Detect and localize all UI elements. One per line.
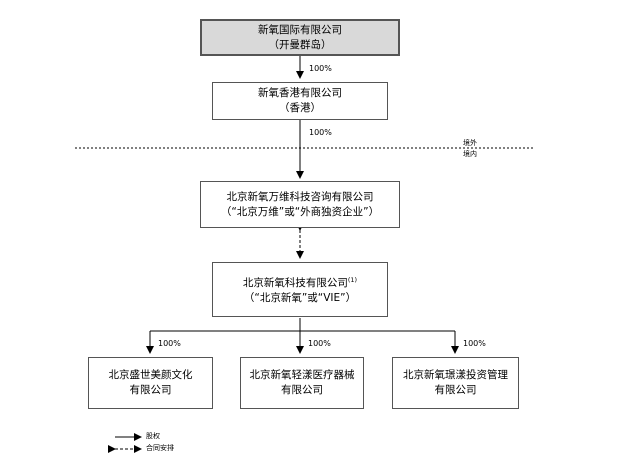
vie-entity-alias: （“北京新氧”或“VIE”） — [243, 292, 357, 304]
subsidiary-3-suffix: 有限公司 — [434, 384, 477, 396]
wfoe-entity-box: 北京新氧万维科技咨询有限公司 （“北京万维”或“外商独资企业”） — [200, 181, 400, 228]
subsidiary-box-3: 北京新氧璟漾投资管理 有限公司 — [392, 357, 519, 409]
vie-entity-name-line: 北京新氧科技有限公司(1) — [243, 273, 357, 291]
subsidiary-3-name: 北京新氧璟漾投资管理 — [403, 369, 508, 381]
subsidiary-box-1: 北京盛世美颜文化 有限公司 — [88, 357, 213, 409]
legend-contract-label: 合同安排 — [146, 444, 174, 452]
onshore-label: 境内 — [463, 150, 477, 158]
hk-entity-jurisdiction: （香港） — [279, 102, 321, 114]
top-entity-name: 新氧国际有限公司 — [258, 23, 342, 36]
pct-vie-to-sub1: 100% — [158, 339, 181, 348]
pct-hk-to-wfoe: 100% — [309, 128, 332, 137]
top-entity-box: 新氧国际有限公司 （开曼群岛） — [200, 19, 400, 56]
pct-top-to-hk: 100% — [309, 64, 332, 73]
offshore-label: 境外 — [463, 139, 477, 147]
top-entity-jurisdiction: （开曼群岛） — [268, 38, 332, 51]
wfoe-entity-alias: （“北京万维”或“外商独资企业”） — [220, 205, 380, 218]
subsidiary-1-suffix: 有限公司 — [129, 384, 172, 396]
vie-footnote-marker: (1) — [347, 276, 358, 284]
vie-entity-box: 北京新氧科技有限公司(1) （“北京新氧”或“VIE”） — [212, 262, 388, 317]
hk-entity-name: 新氧香港有限公司 — [258, 87, 342, 99]
pct-vie-to-sub3: 100% — [463, 339, 486, 348]
vie-entity-name: 北京新氧科技有限公司 — [242, 277, 348, 289]
pct-vie-to-sub2: 100% — [308, 339, 331, 348]
wfoe-entity-name: 北京新氧万维科技咨询有限公司 — [226, 190, 374, 203]
subsidiary-box-2: 北京新氧轻漾医疗器械 有限公司 — [240, 357, 364, 409]
legend-equity-label: 股权 — [146, 432, 160, 440]
hk-entity-box: 新氧香港有限公司 （香港） — [212, 82, 388, 120]
subsidiary-2-suffix: 有限公司 — [281, 384, 323, 396]
subsidiary-1-name: 北京盛世美颜文化 — [108, 369, 193, 381]
subsidiary-2-name: 北京新氧轻漾医疗器械 — [249, 369, 355, 381]
